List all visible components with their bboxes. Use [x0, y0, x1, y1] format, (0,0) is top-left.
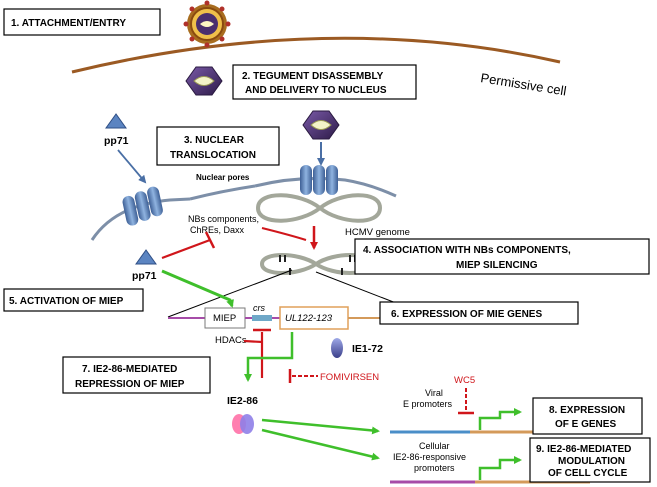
ie2-to-viral-arrow — [261, 418, 380, 435]
step-8-label-2: OF E GENES — [555, 419, 616, 430]
step-4-label-1: 4. ASSOCIATION WITH NBs COMPONENTS, — [363, 245, 571, 256]
step-1-box: 1. ATTACHMENT/ENTRY — [3, 8, 161, 36]
step-2-box: 2. TEGUMENT DISASSEMBLY AND DELIVERY TO … — [232, 64, 417, 100]
step-6-label: 6. EXPRESSION OF MIE GENES — [391, 309, 542, 320]
wc5-label: WC5 — [454, 375, 475, 386]
ie2-responsive-label: IE2-86-responsive — [393, 452, 466, 462]
permissive-cell-label: Permissive cell — [480, 70, 568, 98]
ie1-protein-icon — [331, 338, 343, 358]
promoters-label: promoters — [414, 463, 455, 473]
step-9-box: 9. IE2-86-MEDIATED MODULATION OF CELL CY… — [529, 437, 651, 483]
pp71-mid-label: pp71 — [132, 270, 157, 282]
e-promoters-label: E promoters — [403, 399, 453, 409]
ul122-label: UL122-123 — [285, 313, 333, 324]
pp71-inhibit-nbs-line — [161, 238, 211, 260]
pp71-top-label: pp71 — [104, 135, 129, 147]
fomivirsen-label: FOMIVIRSEN — [320, 372, 379, 383]
cellular-transcription-arrow — [478, 456, 522, 480]
crs-label: crs — [253, 303, 265, 313]
hcmv-genome-loop-icon — [255, 193, 383, 223]
pp71-triangle-icon — [105, 113, 127, 129]
step-7-box: 7. IE2-86-MEDIATED REPRESSION OF MIEP — [62, 356, 211, 394]
step-9-label-1: 9. IE2-86-MEDIATED — [536, 444, 631, 455]
nuclear-membrane-right — [254, 176, 397, 198]
step-3-box: 3. NUCLEAR TRANSLOCATION — [156, 126, 280, 166]
nuclear-pores-label: Nuclear pores — [196, 173, 250, 182]
viral-label: Viral — [425, 388, 443, 398]
step-9-label-3: OF CELL CYCLE — [548, 468, 628, 479]
crs-box — [252, 315, 272, 321]
step-7-label-1: 7. IE2-86-MEDIATED — [82, 364, 177, 375]
step-7-label-2: REPRESSION OF MIEP — [75, 379, 185, 390]
miep-label: MIEP — [213, 313, 236, 324]
pp71-to-pore-arrow — [117, 149, 147, 184]
nbs-to-genome-arrow — [261, 227, 307, 241]
capsid-at-pore-icon — [302, 110, 340, 140]
step-2-label-1: 2. TEGUMENT DISASSEMBLY — [242, 71, 384, 82]
step-9-label-2: MODULATION — [558, 456, 625, 467]
viral-transcription-arrow — [478, 408, 522, 430]
plasma-membrane — [71, 36, 561, 74]
nbs-chres-label: ChREs, Daxx — [190, 225, 245, 235]
ie1-label: IE1-72 — [352, 343, 383, 355]
step-5-box: 5. ACTIVATION OF MIEP — [3, 288, 144, 312]
pp71-activation-arrow — [161, 269, 234, 308]
step-5-label: 5. ACTIVATION OF MIEP — [9, 296, 124, 307]
step-2-label-2: AND DELIVERY TO NUCLEUS — [245, 85, 387, 96]
cellular-label: Cellular — [419, 441, 450, 451]
hdacs-label: HDACs — [215, 335, 247, 346]
step-4-box: 4. ASSOCIATION WITH NBs COMPONENTS, MIEP… — [354, 238, 650, 275]
pp71-mid-triangle-icon — [135, 249, 157, 265]
virion-icon — [183, 0, 231, 48]
ie2-label: IE2-86 — [227, 395, 258, 407]
zoom-line-left — [167, 269, 293, 318]
nbs-components-label: NBs components, — [188, 214, 259, 224]
hdacs-inhibit-line — [243, 332, 264, 344]
capsid-icon — [185, 66, 223, 96]
nuclear-pore-left-icon — [122, 186, 163, 226]
pp71-inhibit-nbs-bar — [204, 231, 216, 249]
step-8-label-1: 8. EXPRESSION — [549, 405, 625, 416]
step-3-label-1: 3. NUCLEAR — [184, 135, 245, 146]
nuclear-pore-right-icon — [300, 165, 338, 195]
step-8-box: 8. EXPRESSION OF E GENES — [532, 397, 643, 435]
ie2-to-cellular-arrow — [261, 428, 380, 461]
mie-expression-arrow — [244, 332, 294, 382]
step-4-label-2: MIEP SILENCING — [456, 260, 538, 271]
step-3-label-2: TRANSLOCATION — [170, 150, 256, 161]
step-6-box: 6. EXPRESSION OF MIE GENES — [379, 301, 579, 325]
hcmv-genome-label: HCMV genome — [345, 227, 410, 238]
ie2-protein-icon — [232, 414, 254, 434]
step-1-label: 1. ATTACHMENT/ENTRY — [11, 18, 126, 29]
